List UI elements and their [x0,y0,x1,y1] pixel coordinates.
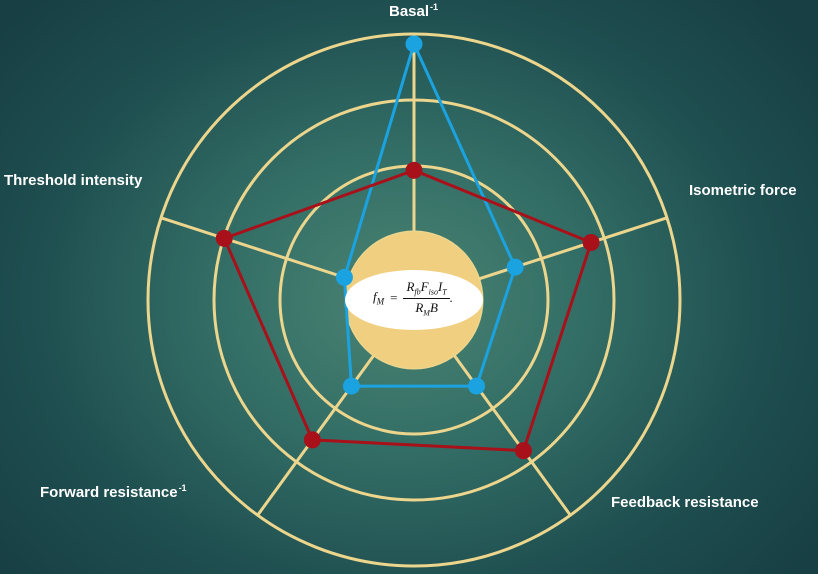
axis-label-isometric-force: Isometric force [689,182,797,199]
formula-fraction: RfbFisoIT RMB [403,279,450,318]
series-2-point-2 [514,442,532,460]
formula-period: . [449,290,453,305]
grid-ring-4 [146,32,682,568]
axis-label-feedback-resistance: Feedback resistance [611,494,759,511]
series-2-point-4 [215,229,233,247]
series-2-line [222,168,593,453]
grid-ring-3 [212,98,616,502]
formula-lhs: fM [373,289,385,307]
series-1-point-2 [468,377,486,395]
formula-numerator: RfbFisoIT [403,279,450,299]
axis-label-threshold-intensity: Threshold intensity [4,172,143,189]
series-1-line [342,42,517,388]
formula-denominator: RMB [415,299,438,318]
axis-label-forward-resistance: Forward resistance-1 [40,483,187,501]
series-2-point-3 [303,431,321,449]
series-2-point-1 [582,233,600,251]
series-1-point-0 [405,35,423,53]
formula-backdrop [345,270,483,330]
axis-label-basal: Basal-1 [389,2,439,20]
series-1-point-1 [506,258,524,276]
formula: fM = RfbFisoIT RMB . [344,268,482,328]
series-2-point-0 [405,161,423,179]
formula-equals: = [390,290,398,305]
series-1-point-4 [335,268,353,286]
series-1-point-3 [342,377,360,395]
